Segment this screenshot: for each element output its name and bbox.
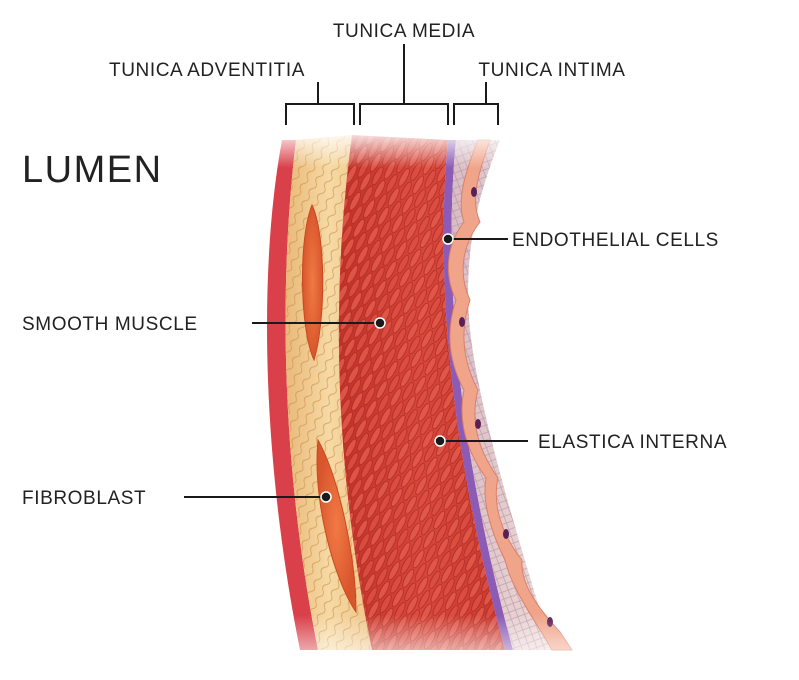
fibroblast-cell-upper (301, 203, 324, 362)
marker-elastica (434, 435, 446, 447)
bracket-adventitia (285, 82, 355, 125)
fibroblast-cell-lower (316, 438, 357, 614)
marker-endothelial (442, 233, 454, 245)
label-tunica-media: TUNICA MEDIA (333, 21, 475, 42)
label-tunica-intima: TUNICA INTIMA (478, 60, 625, 81)
label-smooth-muscle: SMOOTH MUSCLE (22, 314, 198, 335)
label-elastica-interna: ELASTICA INTERNA (538, 432, 727, 453)
top-fade (240, 128, 580, 168)
endothelial-nucleus-1 (471, 187, 477, 197)
label-endothelial-cells: ENDOTHELIAL CELLS (512, 230, 719, 251)
media-muscle-texture (338, 135, 505, 650)
endothelial-nucleus-3 (475, 419, 481, 429)
label-fibroblast: FIBROBLAST (22, 488, 146, 509)
marker-fibroblast (320, 491, 332, 503)
outer-edge-layer (267, 140, 318, 650)
endothelial-nucleus-2 (459, 317, 465, 327)
label-tunica-adventitia: TUNICA ADVENTITIA (109, 60, 305, 81)
bracket-intima (453, 82, 499, 125)
label-lumen: LUMEN (22, 149, 163, 191)
bottom-fade (240, 615, 600, 680)
endothelial-nucleus-4 (503, 529, 509, 539)
elastica-interna-layer (443, 140, 513, 650)
bracket-media (359, 44, 449, 125)
marker-smooth-muscle (374, 317, 386, 329)
